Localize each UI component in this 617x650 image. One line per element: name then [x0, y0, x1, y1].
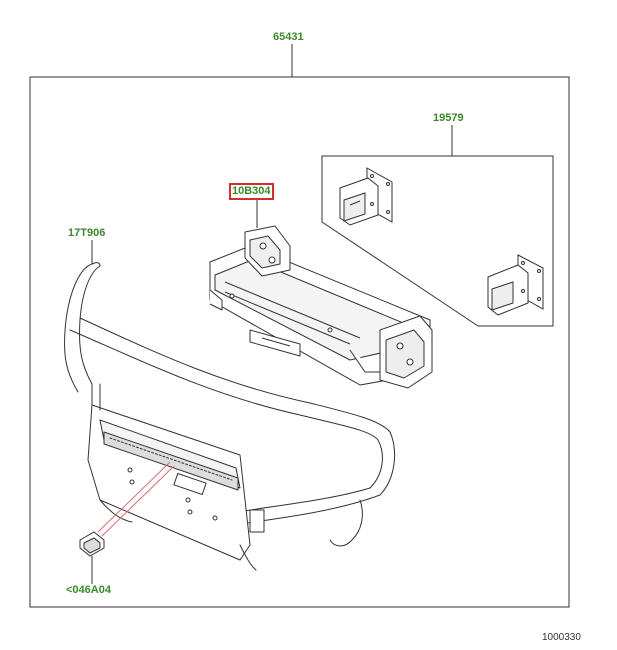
- brackets-frame: [321, 155, 554, 327]
- callout-guard[interactable]: 17T906: [66, 227, 108, 240]
- figure-reference: 1000330: [542, 632, 581, 643]
- retaining-clip: [79, 531, 105, 557]
- callout-winch-mount[interactable]: 10B304: [229, 183, 274, 200]
- clip-locator-lines: [97, 461, 175, 537]
- winch-mount-frame: [209, 225, 433, 389]
- callout-clip[interactable]: <046A04: [64, 584, 113, 597]
- front-guard: [64, 262, 396, 571]
- callout-brackets[interactable]: 19579: [431, 112, 466, 125]
- mounting-bracket-lower: [487, 254, 544, 316]
- mounting-bracket-upper: [339, 167, 393, 226]
- assembly-frame: [29, 76, 570, 608]
- callout-assembly[interactable]: 65431: [271, 31, 306, 44]
